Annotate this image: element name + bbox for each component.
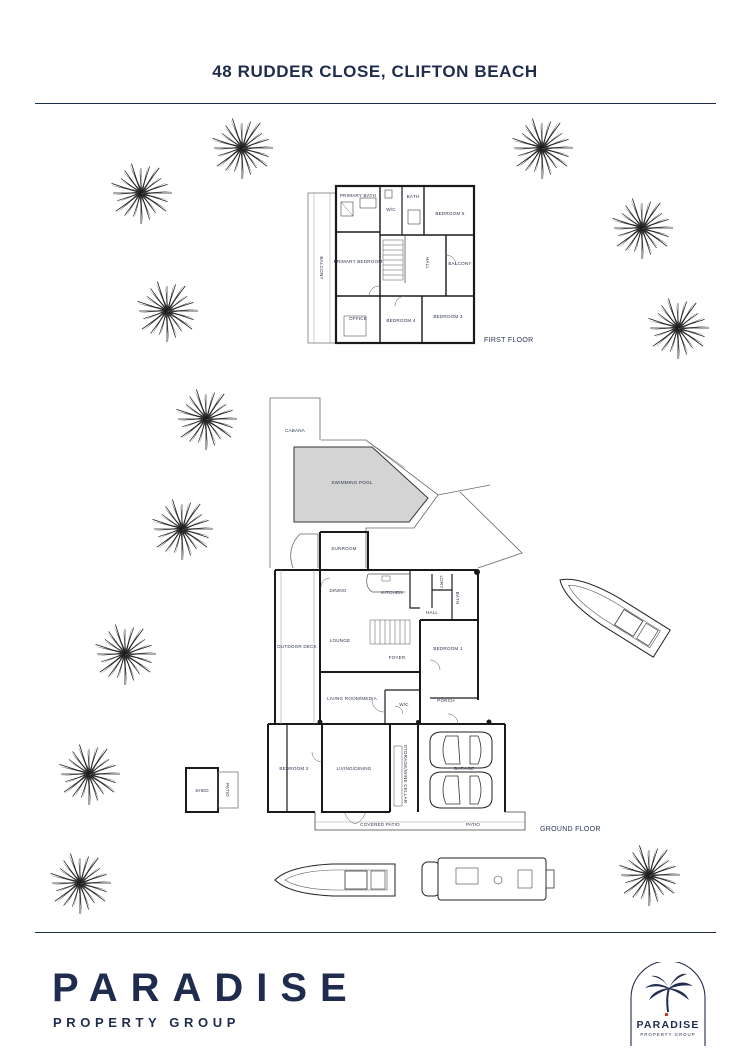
accent-dot	[665, 1013, 668, 1016]
room-label: CABANA	[285, 428, 306, 433]
room-label: PRIMARY BATH	[340, 193, 376, 198]
room-label: PATIO	[466, 822, 480, 827]
room-label: HALL	[425, 257, 430, 270]
room-label: BALCONY	[448, 261, 471, 266]
room-label: FOYER	[389, 655, 406, 660]
bottom-divider	[35, 932, 716, 933]
room-label: BATH	[407, 194, 420, 199]
palm-tree-icon	[512, 118, 573, 179]
room-label: OUTDOOR DECK	[277, 644, 318, 649]
room-label: BALCONY	[319, 256, 324, 279]
palm-tree-icon	[648, 298, 709, 359]
brand-logo: PARADISE PROPERTY GROUP	[630, 962, 706, 1046]
palm-tree-icon	[152, 499, 213, 560]
first-floor-plan: PRIMARY BATH W/C BATH BEDROOM 5 BALCONY …	[307, 184, 533, 345]
car-icon	[429, 731, 493, 769]
room-label: SWIMMING POOL	[331, 480, 372, 485]
palm-tree-icon	[111, 163, 172, 224]
room-label: DINING	[329, 588, 347, 593]
first-floor-walls	[334, 184, 476, 345]
room-label: PATIO	[225, 783, 230, 797]
palm-tree-icon	[95, 624, 156, 685]
palm-tree-icon	[619, 845, 680, 906]
palm-logo-icon	[645, 973, 693, 1013]
van-icon	[421, 857, 555, 901]
top-divider	[35, 103, 716, 104]
room-label: W/C	[399, 702, 409, 707]
palm-tree-icon	[612, 198, 673, 259]
room-label: COVERED PATIO	[360, 822, 400, 827]
room-label: SHED	[195, 788, 209, 793]
brand-tagline: PROPERTY GROUP	[53, 1015, 240, 1030]
room-label: LIVING/DINING	[336, 766, 371, 771]
palm-tree-icon	[137, 281, 198, 342]
palm-tree-icon	[176, 389, 237, 450]
boat-icon	[274, 863, 396, 897]
room-label: BEDROOM 4	[386, 318, 416, 323]
logo-name: PARADISE	[636, 1019, 699, 1031]
room-label: BEDROOM 5	[435, 211, 465, 216]
room-label: SUNROOM	[331, 546, 356, 551]
room-label: HALL	[426, 610, 439, 615]
room-label: OFFICE	[349, 316, 367, 321]
ground-floor-plan: CABANA SWIMMING POOL SUNROOM DINING KITC…	[185, 397, 601, 833]
boat-icon	[551, 565, 671, 658]
room-label: LOUNGE	[330, 638, 351, 643]
page-title: 48 RUDDER CLOSE, CLIFTON BEACH	[212, 62, 538, 81]
room-label: BEDROOM 1	[433, 646, 463, 651]
room-label: KITCHEN	[381, 590, 403, 595]
room-label: BEDROOM 3	[433, 314, 463, 319]
room-label: STORAGE/WINE CELLAR	[403, 745, 408, 804]
room-label: LDRY	[439, 576, 444, 589]
first-floor-label: FIRST FLOOR	[484, 337, 533, 344]
palm-tree-icon	[59, 744, 120, 805]
room-label: LIVING ROOM/MEDIA	[327, 696, 378, 701]
ground-floor-label: GROUND FLOOR	[540, 826, 601, 833]
room-label: BATH	[455, 592, 460, 605]
room-label: BEDROOM 2	[279, 766, 309, 771]
palm-tree-icon	[212, 118, 273, 179]
car-icon	[429, 771, 493, 809]
room-label: GARAGE	[454, 766, 475, 771]
room-label: W/C	[386, 207, 396, 212]
brand-name: PARADISE	[52, 966, 360, 1010]
palm-tree-icon	[50, 853, 111, 914]
logo-tagline: PROPERTY GROUP	[640, 1032, 695, 1037]
room-label: PORCH	[437, 698, 455, 703]
room-label: PRIMARY BEDROOM	[334, 259, 383, 264]
